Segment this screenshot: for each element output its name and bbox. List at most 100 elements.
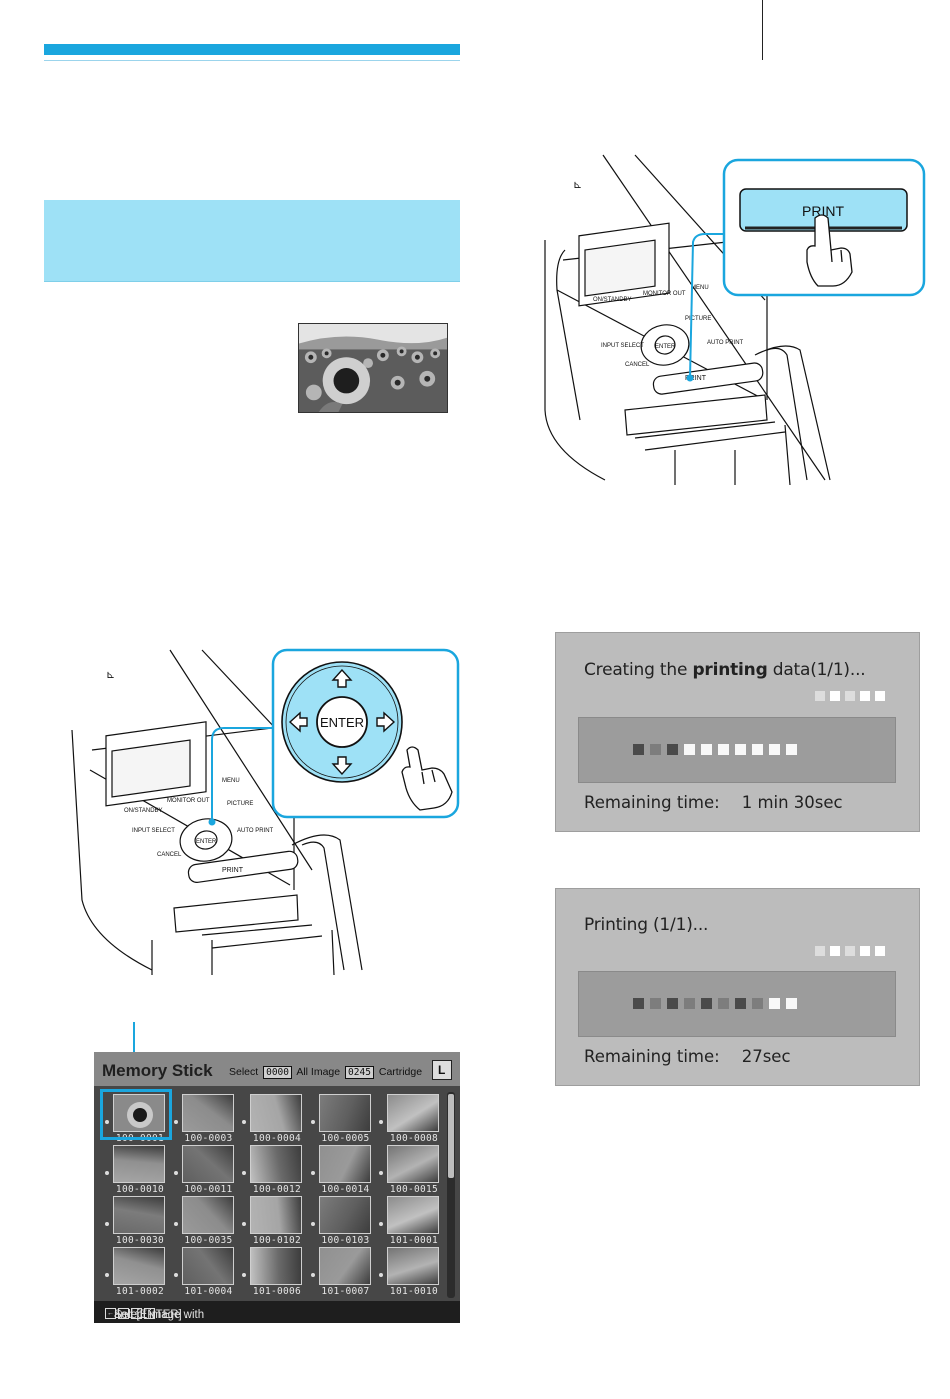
thumbnail-marker: [242, 1273, 246, 1277]
screen-header: Memory Stick Select 0000 All Image 0245 …: [94, 1052, 460, 1086]
thumbnail-item[interactable]: 101-0001: [379, 1196, 439, 1246]
scrollbar-thumb[interactable]: [448, 1094, 454, 1178]
thumbnail-item[interactable]: 101-0002: [105, 1247, 165, 1297]
thumbnail-filename: 100-0003: [184, 1133, 233, 1144]
svg-text:⊾: ⊾: [106, 669, 115, 681]
progress-cell: [752, 998, 763, 1009]
svg-text:ENTER: ENTER: [196, 839, 217, 845]
thumbnail-item[interactable]: 100-0008: [379, 1094, 439, 1144]
thumbnail-image[interactable]: [318, 1145, 371, 1183]
thumbnail-marker: [379, 1273, 383, 1277]
selection-cursor: [100, 1089, 172, 1140]
section-header-rule: [44, 60, 460, 61]
thumbnail-filename: 101-0010: [389, 1286, 439, 1297]
progress-cell: [633, 744, 644, 755]
progress-bar-cells: [633, 744, 797, 755]
thumbnail-image[interactable]: [113, 1145, 165, 1183]
thumbnail-item[interactable]: 100-0003: [173, 1094, 234, 1144]
thumbnail-marker: [379, 1171, 383, 1175]
thumbnail-item[interactable]: 100-0004: [242, 1094, 302, 1144]
thumbnail-marker: [310, 1171, 315, 1175]
thumbnail-item[interactable]: 101-0007: [310, 1247, 371, 1297]
thumbnail-marker: [105, 1222, 109, 1226]
activity-indicator: [815, 691, 885, 701]
thumbnail-item[interactable]: 100-0102: [242, 1196, 302, 1246]
thumbnail-image[interactable]: [181, 1247, 234, 1285]
thumbnail-item[interactable]: 100-0001: [105, 1094, 165, 1144]
thumbnail-image[interactable]: [250, 1196, 302, 1234]
progress-cell: [650, 744, 661, 755]
thumbnail-marker: [310, 1120, 315, 1124]
down-arrow-icon: ↓: [144, 1308, 155, 1319]
progress-cell: [701, 998, 712, 1009]
thumbnail-filename: 100-0004: [252, 1133, 302, 1144]
thumbnail-item[interactable]: 100-0011: [173, 1145, 234, 1195]
thumbnail-item[interactable]: 100-0035: [173, 1196, 234, 1246]
subsection-header-band: [44, 200, 460, 281]
thumbnail-image[interactable]: [250, 1247, 302, 1285]
thumbnail-image[interactable]: [318, 1247, 371, 1285]
thumbnail-filename: 100-0008: [389, 1133, 439, 1144]
svg-text:ON/STANDBY: ON/STANDBY: [593, 297, 632, 303]
progress-screen-printing: Printing (1/1)... Remaining time:27sec: [555, 888, 920, 1086]
thumbnail-item[interactable]: 100-0015: [379, 1145, 439, 1195]
thumbnail-item[interactable]: 101-0010: [379, 1247, 439, 1297]
sunflower-photo: [298, 323, 448, 413]
thumbnail-image[interactable]: [113, 1196, 165, 1234]
thumbnail-image[interactable]: [387, 1196, 439, 1234]
screen-footer: Select image with ←→↑↓ and [ENTER] .: [94, 1301, 460, 1323]
page-margin-rule: [762, 0, 763, 60]
progress-cell: [684, 744, 695, 755]
thumbnail-filename: 101-0004: [184, 1286, 233, 1297]
thumbnail-image[interactable]: [318, 1196, 371, 1234]
progress-cell: [786, 744, 797, 755]
thumbnail-image[interactable]: [250, 1145, 302, 1183]
thumbnail-marker: [379, 1222, 383, 1226]
printer-enter-illustration: ⊾ ON/STANDBY MONITOR OUT MENU INPUT SELE…: [71, 648, 460, 975]
progress-cell: [786, 998, 797, 1009]
thumbnail-image[interactable]: [113, 1094, 165, 1132]
svg-text:ENTER: ENTER: [655, 344, 676, 350]
thumbnail-filename: 101-0006: [252, 1286, 302, 1297]
progress-cell: [650, 998, 661, 1009]
thumbnail-image[interactable]: [181, 1196, 234, 1234]
thumbnail-item[interactable]: 101-0006: [242, 1247, 302, 1297]
thumbnail-image[interactable]: [387, 1247, 439, 1285]
scrollbar[interactable]: [447, 1092, 455, 1298]
thumbnail-marker: [310, 1273, 315, 1277]
thumbnail-item[interactable]: 100-0103: [310, 1196, 371, 1246]
thumbnail-image[interactable]: [387, 1094, 439, 1132]
thumbnail-filename: 100-0011: [184, 1184, 233, 1195]
thumbnail-image[interactable]: [318, 1094, 371, 1132]
thumbnail-item[interactable]: 100-0030: [105, 1196, 165, 1246]
thumbnail-marker: [105, 1120, 109, 1124]
thumbnail-item[interactable]: 100-0010: [105, 1145, 165, 1195]
thumbnail-filename: 101-0007: [321, 1286, 370, 1297]
progress-message: Printing (1/1)...: [584, 915, 709, 935]
thumbnail-image[interactable]: [181, 1145, 234, 1183]
progress-cell: [718, 744, 729, 755]
thumbnail-image[interactable]: [387, 1145, 439, 1183]
thumbnail-item[interactable]: 101-0004: [173, 1247, 234, 1297]
thumbnail-filename: 100-0035: [184, 1235, 233, 1246]
svg-text:MONITOR OUT: MONITOR OUT: [167, 798, 210, 804]
screen-title: Memory Stick: [102, 1061, 213, 1080]
thumbnail-item[interactable]: 100-0012: [242, 1145, 302, 1195]
thumbnail-marker: [173, 1273, 178, 1277]
printer-print-illustration: ⊾ ON/STANDBY MONITOR OUT MENU INPUT SELE…: [544, 154, 926, 485]
thumbnail-filename: 100-0103: [321, 1235, 370, 1246]
thumbnail-item[interactable]: 100-0005: [310, 1094, 371, 1144]
thumbnail-marker: [242, 1120, 246, 1124]
thumbnail-marker: [173, 1120, 178, 1124]
thumbnail-filename: 101-0001: [389, 1235, 439, 1246]
thumbnail-image[interactable]: [250, 1094, 302, 1132]
thumbnail-image[interactable]: [181, 1094, 234, 1132]
thumbnail-image[interactable]: [113, 1247, 165, 1285]
thumbnail-filename: 100-0102: [252, 1235, 302, 1246]
thumbnail-item[interactable]: 100-0014: [310, 1145, 371, 1195]
enter-button-label: ENTER: [320, 715, 364, 730]
print-button-label: PRINT: [802, 203, 844, 219]
thumbnail-marker: [173, 1171, 178, 1175]
thumbnail-filename: 100-0005: [321, 1133, 370, 1144]
thumbnail-marker: [379, 1120, 383, 1124]
